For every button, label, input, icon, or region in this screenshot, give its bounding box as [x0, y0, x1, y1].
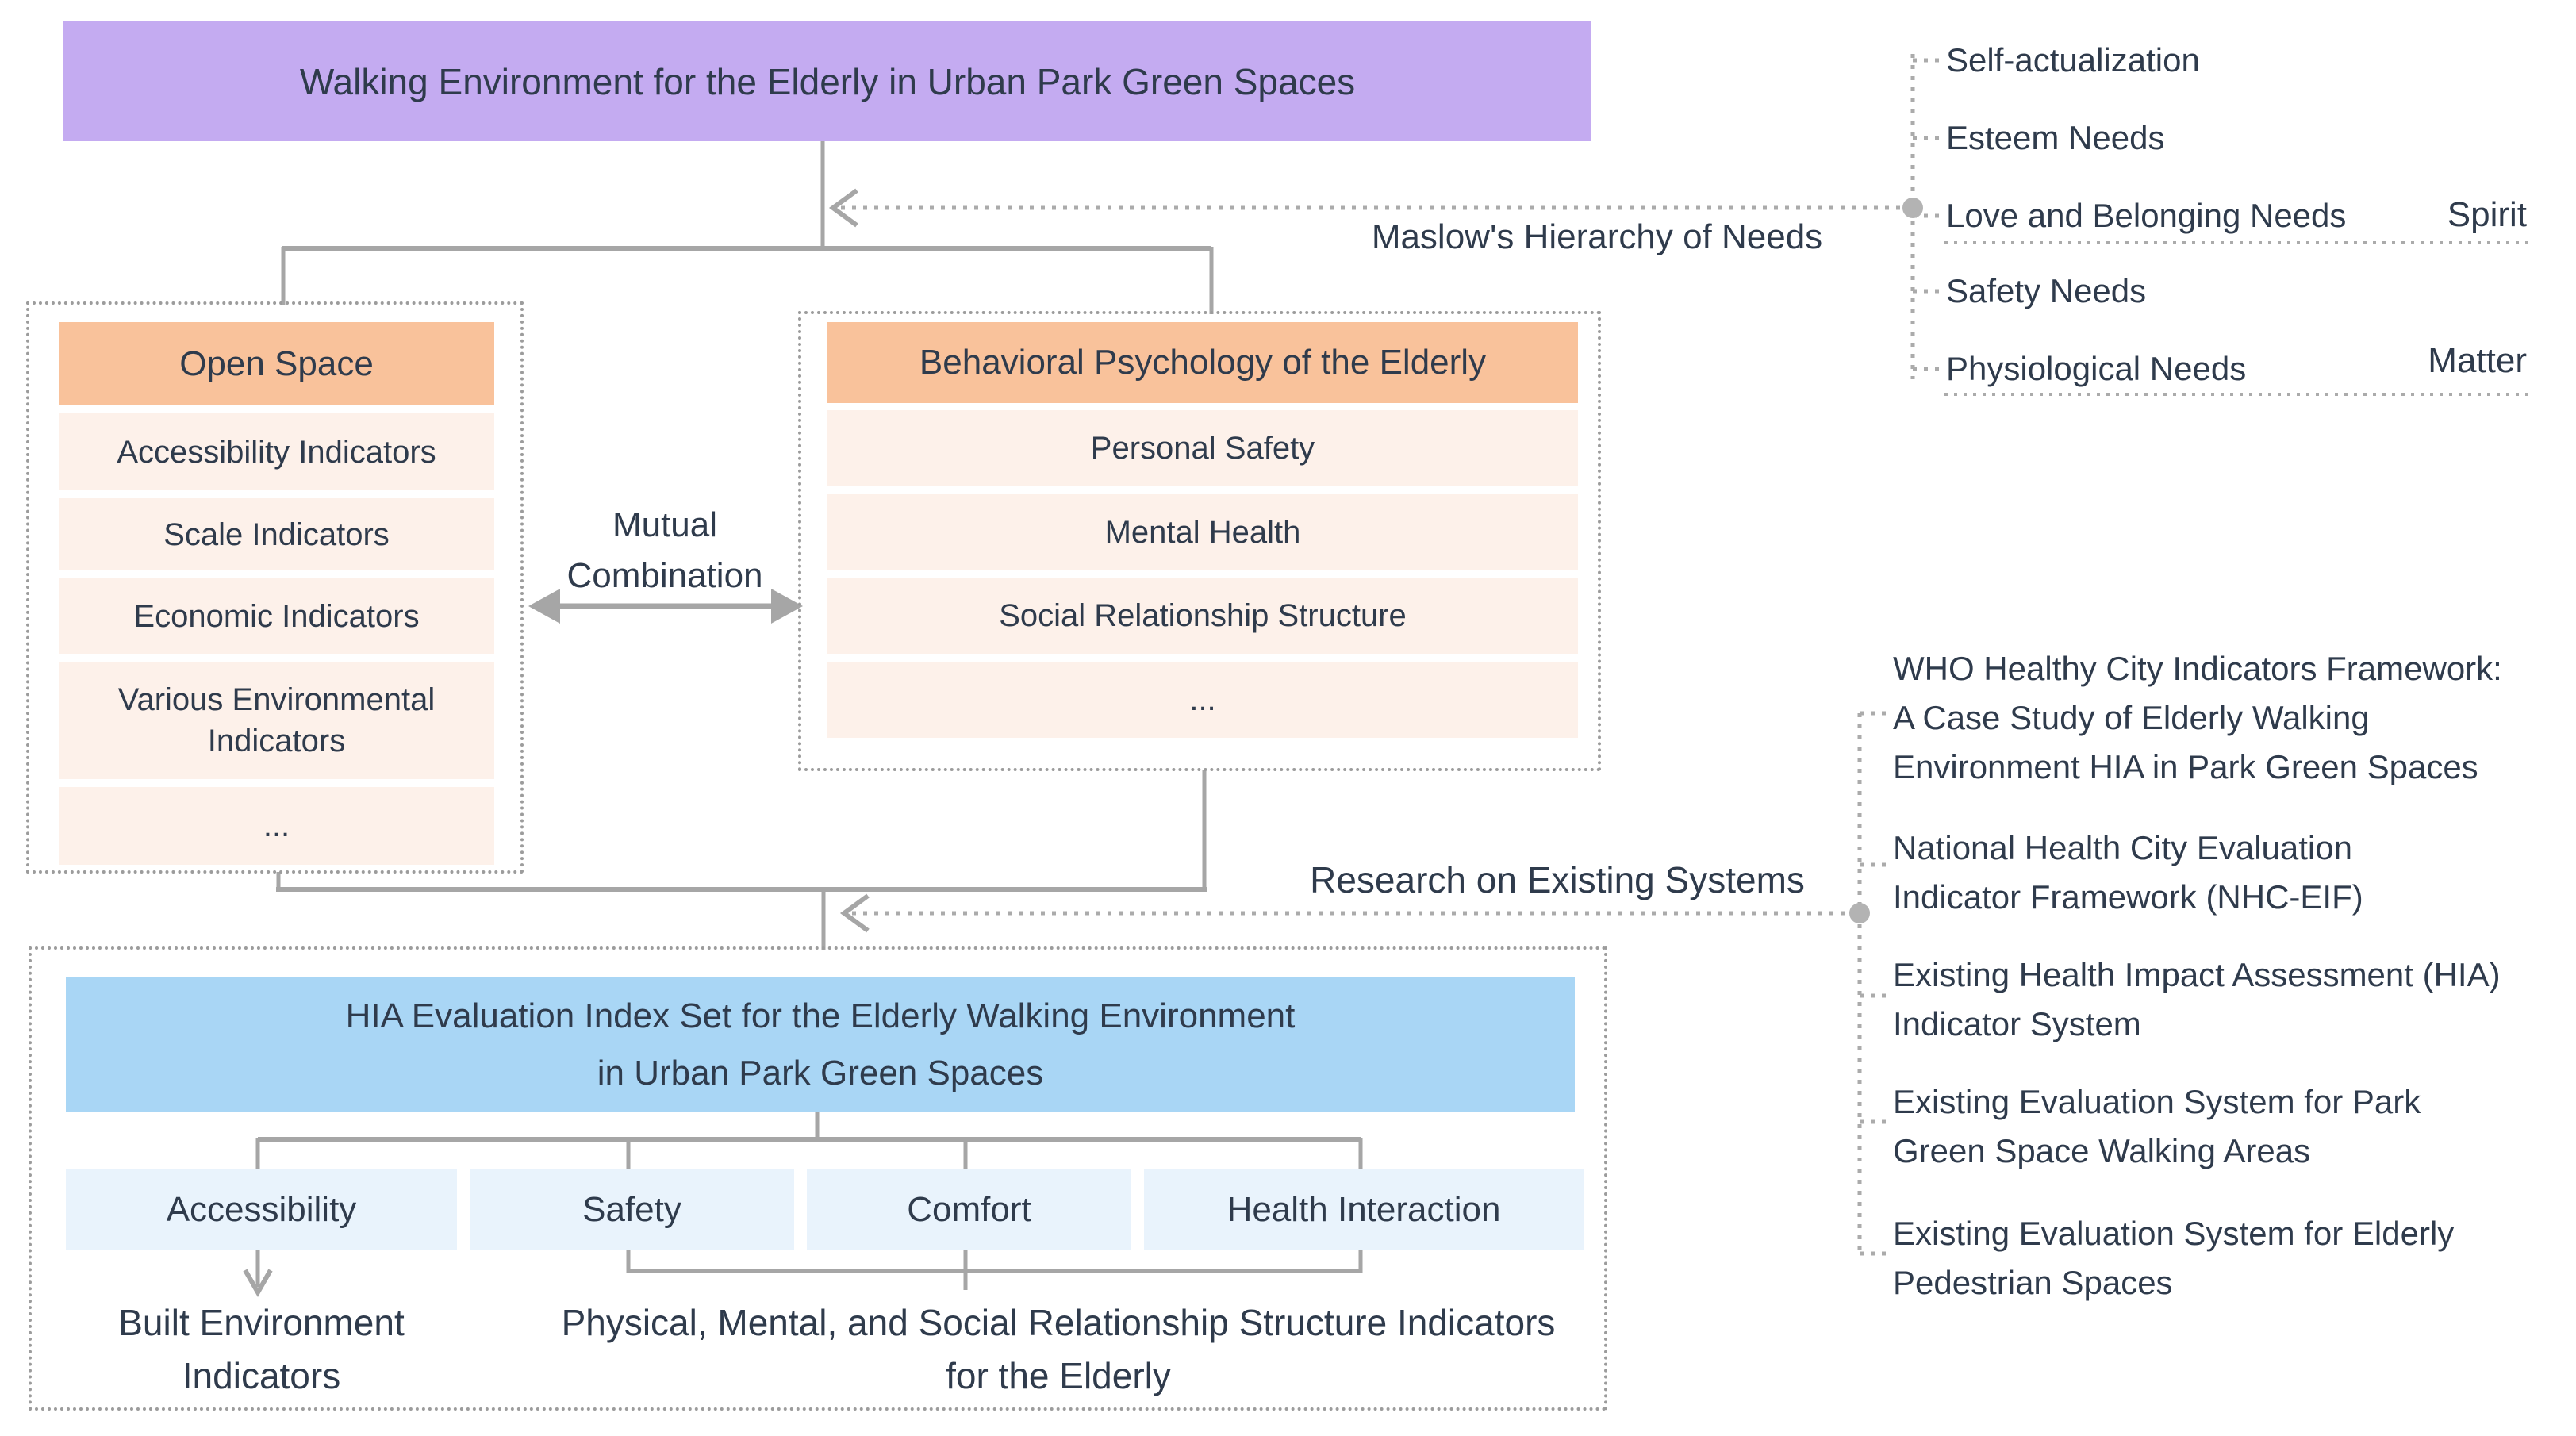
maslow-junction-dot — [1902, 198, 1923, 218]
category-safety: Safety — [470, 1169, 794, 1250]
top-banner-title: Walking Environment for the Elderly in U… — [299, 60, 1356, 102]
research-item-park-walking: Existing Evaluation System for Park Gree… — [1893, 1083, 2421, 1169]
hia-title-line-2: in Urban Park Green Spaces — [597, 1054, 1044, 1092]
maslow-item-physiological: Physiological Needs — [1946, 350, 2247, 387]
research-item-hia-system: Existing Health Impact Assessment (HIA) … — [1893, 956, 2501, 1042]
open-space-row-economic: Economic Indicators — [59, 578, 494, 654]
open-space-row-environmental: Various Environmental Indicators — [59, 662, 494, 779]
maslow-item-love-belonging: Love and Belonging Needs — [1946, 197, 2347, 234]
behavioral-header: Behavioral Psychology of the Elderly — [827, 322, 1578, 403]
category-accessibility: Accessibility — [66, 1169, 457, 1250]
open-space-row-ellipsis: ... — [59, 787, 494, 865]
hia-panel: HIA Evaluation Index Set for the Elderly… — [29, 946, 1607, 1411]
behavioral-row-social: Social Relationship Structure — [827, 578, 1578, 654]
category-comfort: Comfort — [807, 1169, 1131, 1250]
category-health-interaction: Health Interaction — [1144, 1169, 1584, 1250]
behavioral-row-ellipsis: ... — [827, 662, 1578, 738]
spirit-tag: Spirit — [2447, 195, 2527, 234]
behavioral-row-personal-safety: Personal Safety — [827, 410, 1578, 486]
research-item-nhc-eif: National Health City Evaluation Indicato… — [1893, 829, 2363, 916]
open-space-header: Open Space — [59, 322, 494, 405]
research-item-pedestrian: Existing Evaluation System for Elderly P… — [1893, 1215, 2455, 1301]
maslow-item-self-actualization: Self-actualization — [1946, 41, 2200, 79]
research-systems-label: Research on Existing Systems — [1310, 859, 1805, 900]
maslow-item-esteem: Esteem Needs — [1946, 119, 2165, 156]
maslow-item-safety: Safety Needs — [1946, 272, 2147, 309]
open-space-panel: Open Space Accessibility Indicators Scal… — [26, 301, 524, 874]
matter-tag: Matter — [2428, 341, 2527, 380]
maslow-hierarchy-label: Maslow's Hierarchy of Needs — [1371, 217, 1823, 256]
mutual-arrowhead-right — [771, 589, 803, 624]
built-env-arrowhead — [243, 1269, 273, 1298]
hia-title-box: HIA Evaluation Index Set for the Elderly… — [66, 977, 1575, 1112]
hia-title-line-1: HIA Evaluation Index Set for the Elderly… — [345, 996, 1296, 1035]
mutual-combination-label: Mutual Combination — [566, 505, 763, 595]
behavioral-panel: Behavioral Psychology of the Elderly Per… — [798, 311, 1601, 771]
research-junction-dot — [1849, 903, 1870, 923]
built-environment-note: Built Environment Indicators — [118, 1302, 405, 1396]
top-banner: Walking Environment for the Elderly in U… — [63, 21, 1591, 141]
elderly-indicators-note: Physical, Mental, and Social Relationshi… — [561, 1302, 1556, 1396]
behavioral-row-mental-health: Mental Health — [827, 494, 1578, 570]
research-arrowhead — [839, 893, 870, 933]
maslow-arrowhead — [828, 188, 858, 228]
research-item-who: WHO Healthy City Indicators Framework: A… — [1893, 650, 2502, 785]
open-space-row-scale: Scale Indicators — [59, 498, 494, 570]
open-space-row-accessibility: Accessibility Indicators — [59, 413, 494, 490]
mutual-arrowhead-left — [528, 589, 560, 624]
